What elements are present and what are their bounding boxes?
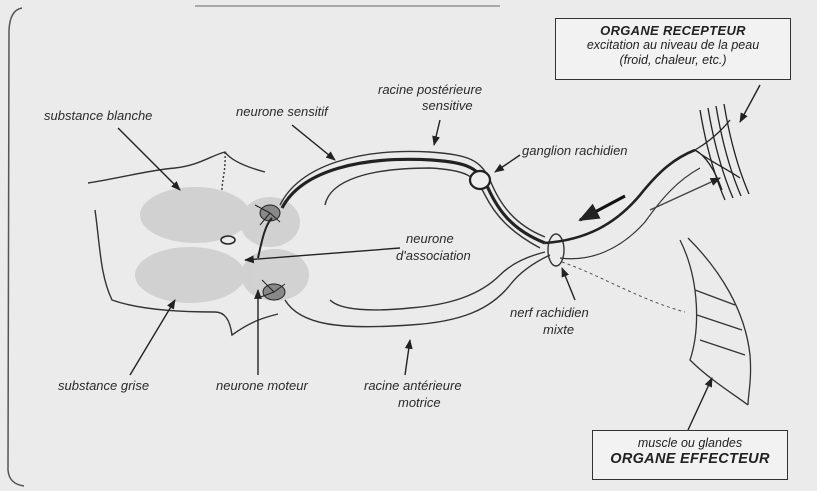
organe-effecteur-box: muscle ou glandes ORGANE EFFECTEUR (592, 430, 788, 480)
spinal-cord (88, 152, 278, 335)
label-neurone-sensitif: neurone sensitif (236, 104, 328, 119)
label-neurone: neurone (406, 231, 454, 246)
recepteur-line1: excitation au niveau de la peau (556, 38, 790, 53)
label-substance-grise: substance grise (58, 378, 149, 393)
nerve-junction (548, 234, 564, 266)
label-racine-motrice: motrice (398, 395, 441, 410)
recepteur-line2: (froid, chaleur, etc.) (556, 53, 790, 68)
effecteur-line1: muscle ou glandes (593, 436, 787, 451)
label-nerf-rachidien: nerf rachidien (510, 305, 589, 320)
label-racine-anterieure: racine antérieure (364, 378, 462, 393)
muscle-effector (680, 238, 751, 405)
label-association: d'association (396, 248, 471, 263)
label-neurone-moteur: neurone moteur (216, 378, 308, 393)
label-substance-blanche: substance blanche (44, 108, 152, 123)
sensory-fibre (545, 150, 695, 243)
organe-recepteur-box: ORGANE RECEPTEUR excitation au niveau de… (555, 18, 791, 80)
label-racine-posterieure: racine postérieure (378, 82, 482, 97)
label-racine-posterieure-sensitive: sensitive (422, 98, 473, 113)
page-frame (8, 8, 24, 486)
label-ganglion-rachidien: ganglion rachidien (522, 143, 628, 158)
label-nerf-mixte: mixte (543, 322, 574, 337)
effecteur-title: ORGANE EFFECTEUR (593, 451, 787, 467)
ganglion (470, 171, 490, 189)
recepteur-title: ORGANE RECEPTEUR (556, 23, 790, 38)
